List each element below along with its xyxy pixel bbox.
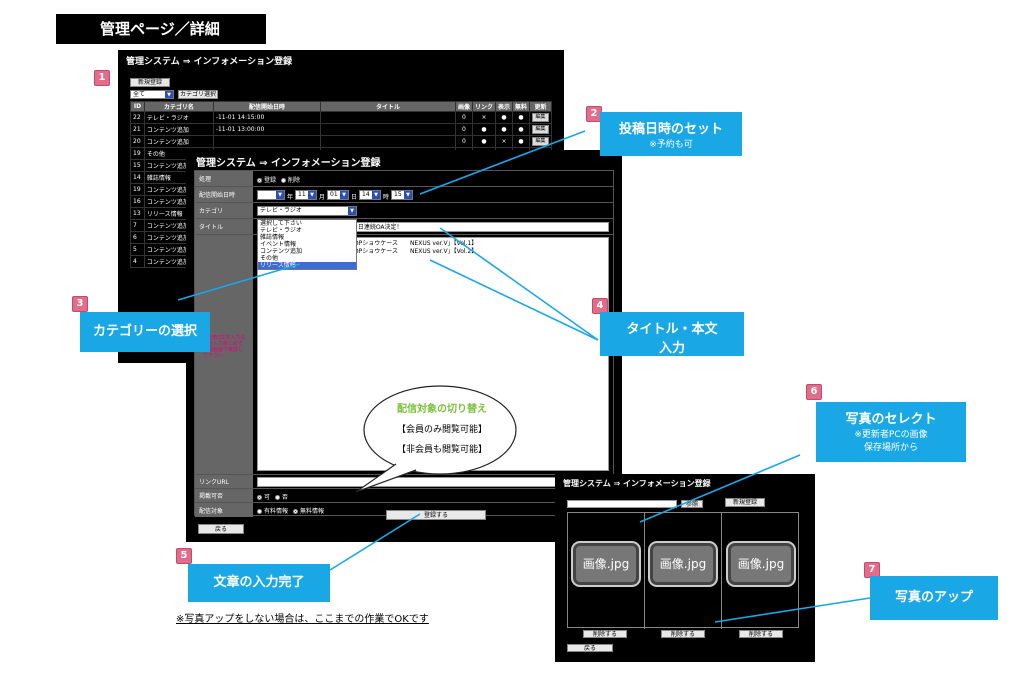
chevron-down-icon: ▼ — [372, 191, 380, 199]
chevron-down-icon: ▼ — [276, 191, 284, 199]
delete-button-2[interactable]: 削除する — [661, 630, 705, 638]
category-select-button[interactable]: カテゴリ選択 — [178, 90, 218, 99]
step-badge-3: 3 — [72, 296, 88, 312]
callout-post-time: 投稿日時のセット ※予約も可 — [600, 112, 742, 156]
minute-select[interactable]: 15▼ — [391, 190, 413, 200]
target-row: 配信対象 有料情報 無料情報 — [195, 503, 613, 517]
category-row: カテゴリ テレビ・ラジオ▼ — [195, 203, 613, 219]
step-badge-2: 2 — [586, 106, 602, 122]
photo-back-button[interactable]: 戻る — [567, 644, 613, 652]
submit-button[interactable]: 登録する — [386, 510, 486, 520]
dropdown-option[interactable]: テレビ・ラジオ — [260, 227, 302, 234]
day-select[interactable]: 01▼ — [327, 190, 349, 200]
edit-button[interactable]: 編集 — [532, 137, 549, 146]
callout-category: カテゴリーの選択 — [80, 312, 210, 352]
publish-row: 掲載可否 可 否 — [195, 489, 613, 503]
chevron-down-icon: ▼ — [165, 91, 173, 98]
form-panel: 管理システム ⇒ インフォメーション登録 処理 登録 削除 配信開始日時 ▼ 年… — [186, 150, 622, 542]
table-cell: 編集 — [529, 135, 552, 148]
callout-photo-select: 写真のセレクト ※更新者PCの画像 保存場所から — [816, 402, 966, 462]
process-delete-radio[interactable] — [280, 178, 286, 183]
month-select[interactable]: 11▼ — [295, 190, 317, 200]
footnote: ※写真アップをしない場合は、ここまでの作業でOKです — [176, 614, 429, 625]
process-options: 登録 削除 — [257, 175, 300, 184]
process-row: 処理 登録 削除 — [195, 171, 613, 187]
bubble-title: 配信対象の切り替え — [397, 404, 487, 415]
delete-button-3[interactable]: 削除する — [739, 630, 783, 638]
callout-photo-upload: 写真のアップ — [870, 576, 998, 620]
dropdown-option[interactable]: コンテンツ追加 — [260, 248, 303, 255]
new-entry-button[interactable]: 新規登録 — [130, 78, 170, 87]
photo-panel: 管理システム ⇒ インフォメーション登録 参照 新規登録 画像.jpg 画像.j… — [555, 474, 815, 662]
bubble-line-1: 【会員のみ閲覧可能】 — [396, 425, 487, 435]
file-path-input[interactable] — [567, 500, 677, 508]
photo-panel-title: 管理システム ⇒ インフォメーション登録 — [563, 479, 711, 488]
date-label: 配信開始日時 — [195, 187, 253, 202]
chevron-down-icon: ▼ — [348, 207, 356, 215]
category-label: カテゴリ — [195, 203, 253, 218]
callout-complete: 文章の入力完了 — [188, 564, 330, 602]
image-cell: 画像.jpg — [568, 513, 645, 629]
photo-new-button[interactable]: 新規登録 — [725, 498, 765, 507]
target-options: 有料情報 無料情報 — [257, 506, 324, 515]
hour-select[interactable]: 14▼ — [359, 190, 381, 200]
page-heading: 管理ページ／詳細 — [56, 14, 266, 44]
speech-bubble — [355, 385, 517, 493]
image-thumbnail[interactable]: 画像.jpg — [726, 541, 796, 587]
publish-label: 掲載可否 — [195, 489, 253, 502]
dropdown-option[interactable]: イベント情報 — [260, 241, 297, 248]
image-grid: 画像.jpg 画像.jpg 画像.jpg — [567, 512, 800, 629]
bubble-line-2: 【非会員も閲覧可能】 — [396, 445, 487, 455]
step-badge-6: 6 — [806, 384, 822, 400]
edit-button[interactable]: 編集 — [532, 125, 549, 134]
publish-no-radio[interactable] — [274, 495, 280, 500]
dropdown-option[interactable]: 雑誌情報 — [260, 234, 285, 241]
chevron-down-icon: ▼ — [308, 191, 316, 199]
target-label: 配信対象 — [195, 503, 253, 517]
body-label-cell: ※全角1文字入力の場合入力後に必ず確認画面で確認して下さい。 — [195, 235, 253, 474]
link-row: リンクURL — [195, 475, 613, 489]
target-free-radio[interactable] — [292, 509, 298, 514]
form-panel-title: 管理システム ⇒ インフォメーション登録 — [196, 158, 381, 169]
table-cell: 編集 — [529, 111, 552, 124]
delete-button-1[interactable]: 削除する — [583, 630, 627, 638]
dropdown-option[interactable]: その他 — [260, 255, 279, 262]
image-cell: 画像.jpg — [645, 513, 722, 629]
category-dropdown-list[interactable]: 選択して下さい テレビ・ラジオ 雑誌情報 イベント情報 コンテンツ追加 その他 … — [257, 219, 357, 270]
title-row: タイトル 2日連続OA決定！ — [195, 219, 613, 235]
chevron-down-icon: ▼ — [340, 191, 348, 199]
step-badge-5: 5 — [176, 548, 192, 564]
list-panel-title: 管理システム ⇒ インフォメーション登録 — [126, 57, 293, 67]
link-label: リンクURL — [195, 475, 253, 488]
callout-title-body: タイトル・本文 入力 — [600, 312, 744, 356]
chevron-down-icon: ▼ — [404, 191, 412, 199]
dropdown-option-selected[interactable]: リリース情報 — [258, 262, 356, 269]
dropdown-option[interactable]: 選択して下さい — [260, 220, 302, 227]
publish-yes-radio[interactable] — [257, 495, 262, 500]
image-thumbnail[interactable]: 画像.jpg — [571, 541, 641, 587]
category-select[interactable]: テレビ・ラジオ▼ — [257, 206, 357, 216]
process-label: 処理 — [195, 171, 253, 186]
table-cell: 4 — [130, 255, 145, 268]
step-badge-1: 1 — [94, 70, 110, 86]
year-select[interactable]: ▼ — [257, 190, 285, 200]
back-button[interactable]: 戻る — [198, 524, 244, 534]
title-label: タイトル — [195, 219, 253, 234]
side-note: ※全角1文字入力の場合入力後に必ず確認画面で確認して下さい。 — [203, 335, 246, 359]
image-cell: 画像.jpg — [722, 513, 800, 629]
process-register-radio[interactable] — [257, 178, 262, 183]
publish-options: 可 否 — [257, 492, 288, 501]
form-table: 処理 登録 削除 配信開始日時 ▼ 年 11▼ 月 01▼ 日 14▼ 時 15… — [194, 170, 614, 517]
table-cell: 編集 — [529, 123, 552, 136]
date-row: 配信開始日時 ▼ 年 11▼ 月 01▼ 日 14▼ 時 15▼ — [195, 187, 613, 203]
target-paid-radio[interactable] — [257, 509, 262, 514]
image-thumbnail[interactable]: 画像.jpg — [648, 541, 718, 587]
filter-select[interactable]: 全て▼ — [130, 90, 174, 99]
edit-button[interactable]: 編集 — [532, 113, 549, 122]
